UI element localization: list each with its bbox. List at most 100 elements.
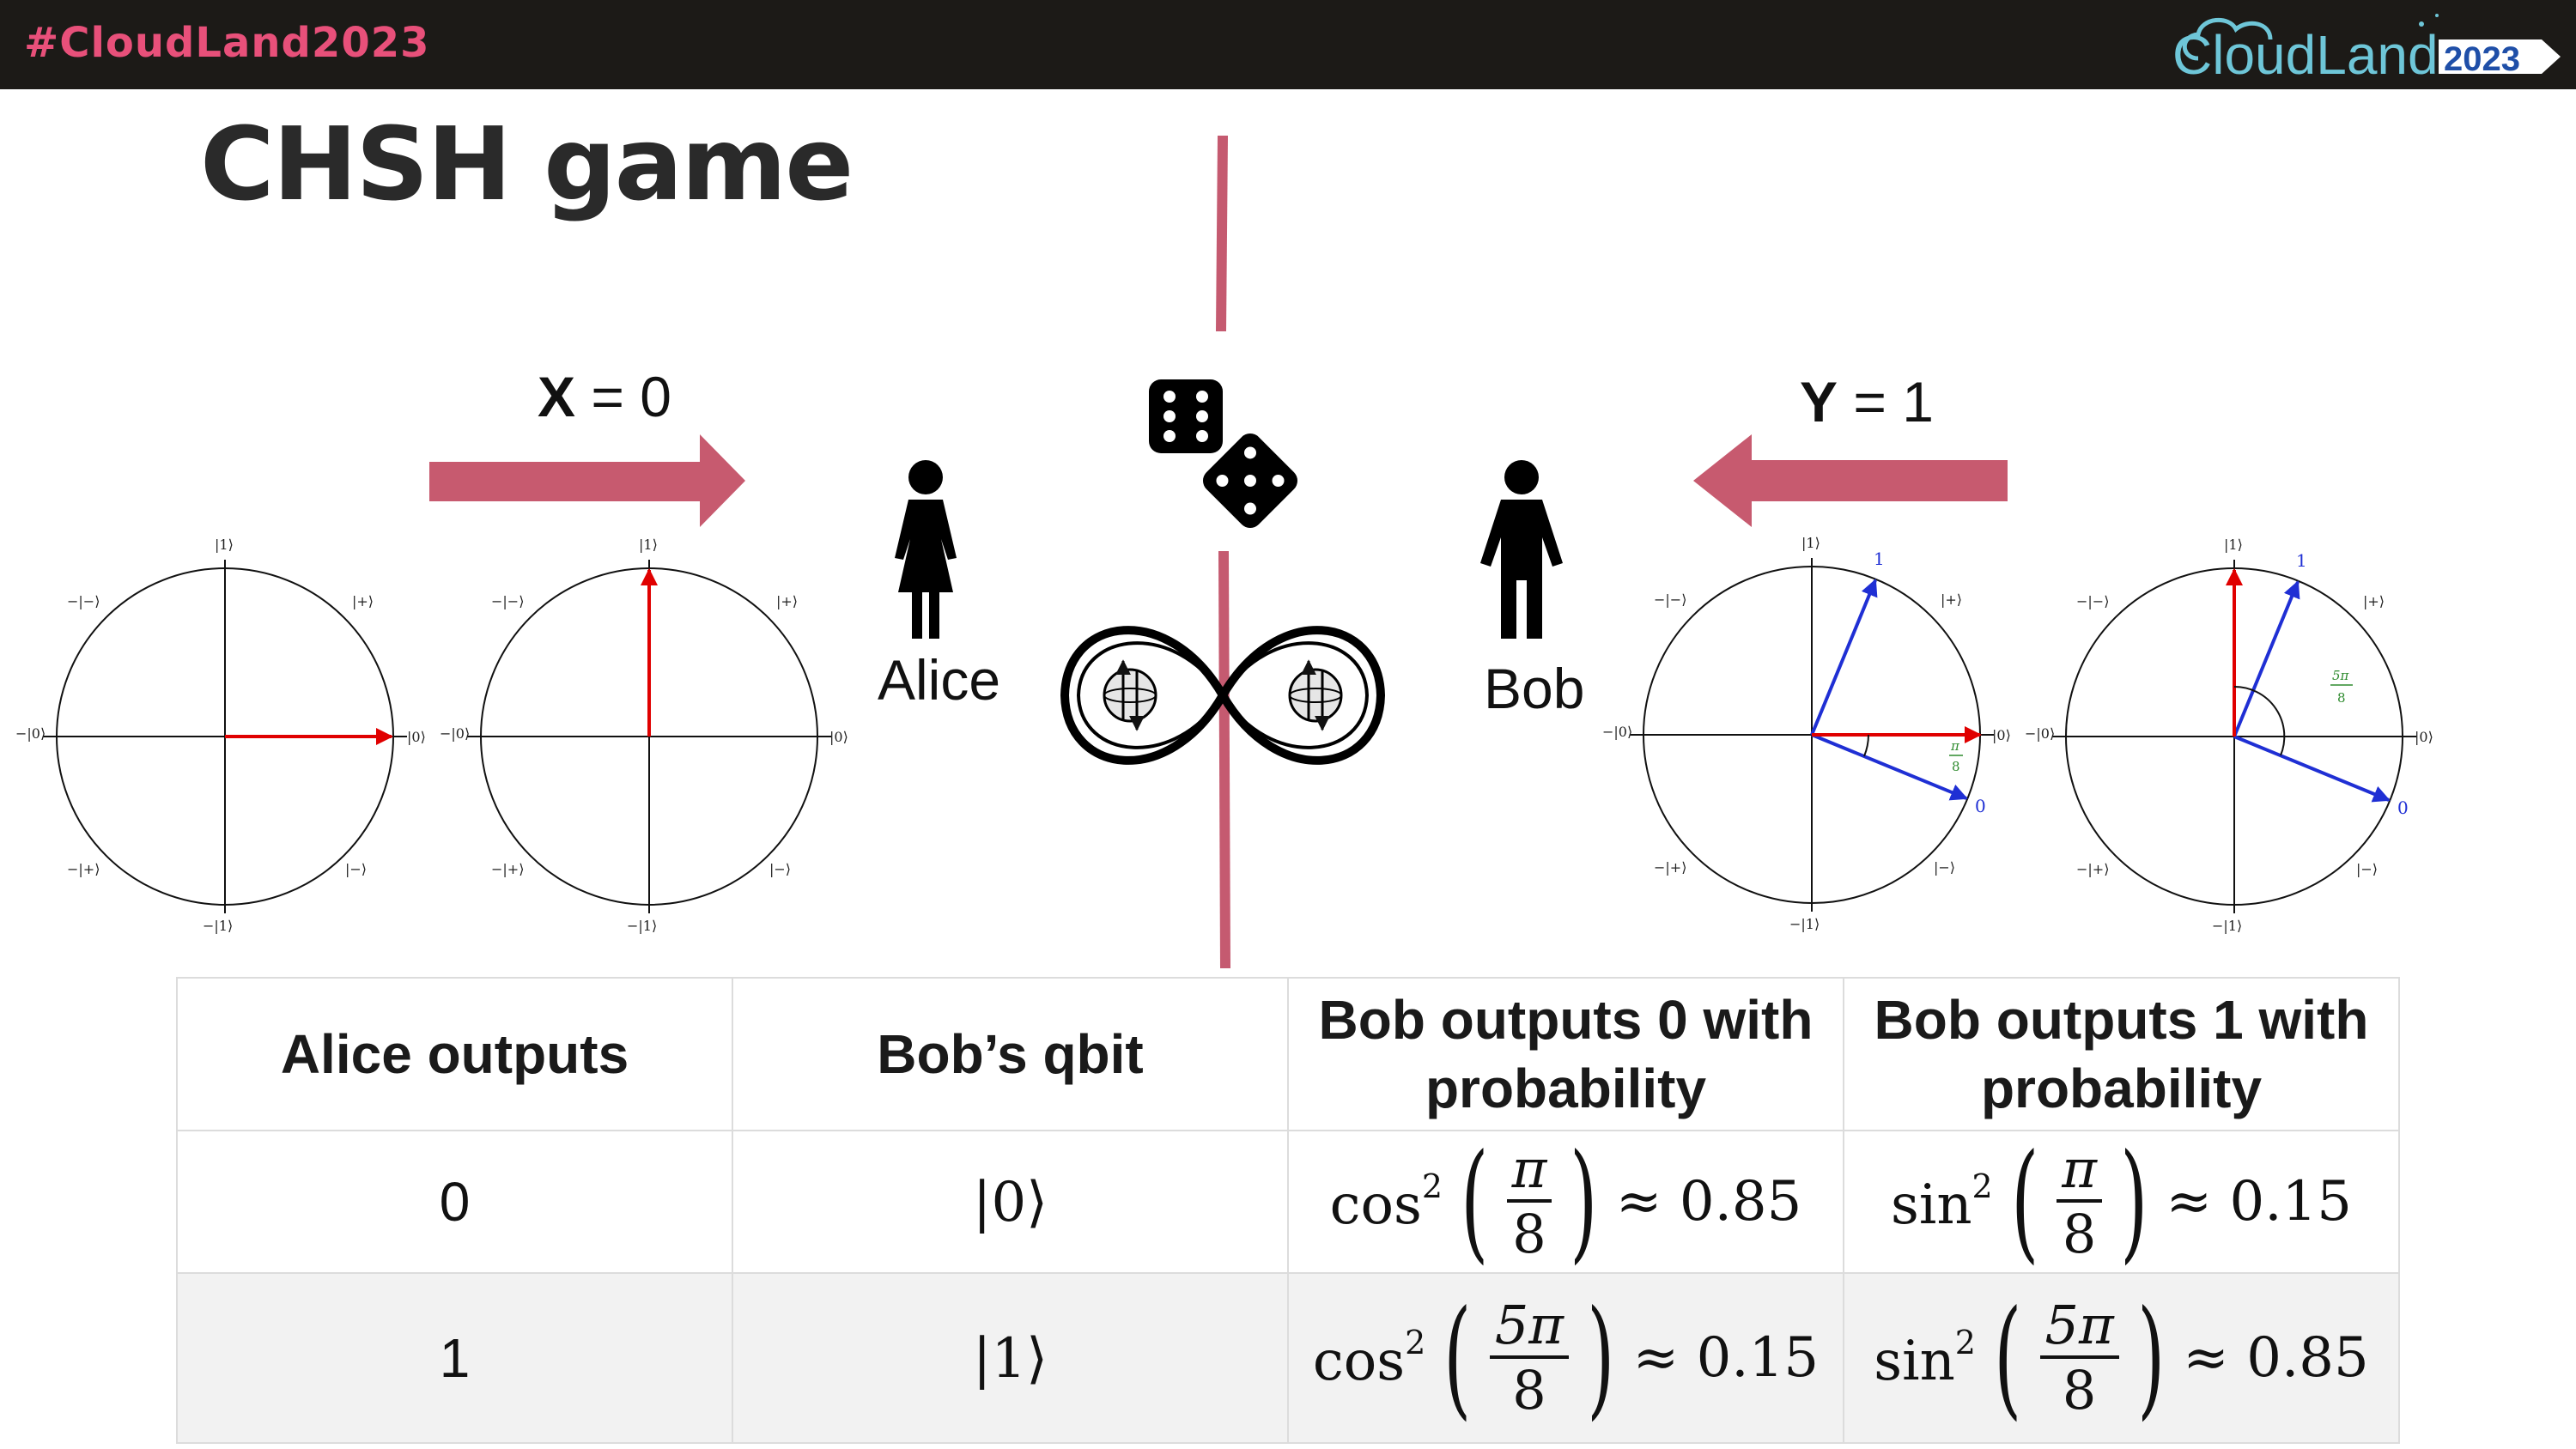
exponent: 2	[1421, 1167, 1443, 1205]
header-bob-outputs-0: Bob outputs 0 with probability	[1287, 977, 1844, 1131]
frac-den: 8	[2062, 1359, 2097, 1422]
label-neg-minus: −|−⟩	[67, 593, 100, 609]
bob-vector-one	[2233, 580, 2300, 737]
label-minus: |−⟩	[1934, 859, 1955, 876]
alice-input-arrow	[429, 434, 745, 527]
frac-num: 5π	[2039, 1299, 2119, 1359]
basis-out1-label: 1	[1874, 549, 1885, 569]
dice-icon	[1149, 379, 1298, 529]
label-minus: |−⟩	[769, 861, 791, 877]
alice-measure-circle-2: |1⟩ −|1⟩ |0⟩ −|0⟩ |+⟩ −|−⟩ |−⟩ −|+⟩	[440, 537, 848, 934]
label-ket0: |0⟩	[1992, 727, 2011, 743]
bob-vector-one	[1810, 579, 1878, 736]
header-bob-qbit: Bob’s qbit	[732, 977, 1289, 1131]
cell-qbit: |0⟩	[732, 1130, 1289, 1274]
qbit-ket: |1⟩	[972, 1326, 1048, 1391]
cell-alice-output: 1	[176, 1272, 733, 1444]
bob-measure-circle-2: 1 0 5π 8 |1⟩ −|1⟩ |0⟩ −|0⟩ |+⟩ −|−⟩ |−⟩ …	[2025, 537, 2433, 934]
label-neg-minus: −|−⟩	[2076, 593, 2109, 609]
bob-vector-zero	[2233, 735, 2391, 803]
label-neg-ket1: −|1⟩	[203, 918, 233, 934]
trig-func: cos	[1329, 1173, 1422, 1237]
label-ket0: |0⟩	[2415, 729, 2433, 745]
label-ket1: |1⟩	[639, 537, 658, 553]
angle-den: 8	[2337, 690, 2346, 706]
bob-input-label: Y = 1	[1800, 369, 1934, 434]
frac-num: 5π	[1489, 1299, 1570, 1359]
label-neg-ket0: −|0⟩	[440, 725, 470, 742]
trig-func: sin	[1874, 1329, 1955, 1393]
frac-num: π	[1506, 1143, 1552, 1203]
alice-input-label: X = 0	[538, 364, 671, 429]
bob-label: Bob	[1484, 657, 1585, 720]
cloudland-logo: CloudLand 2023	[2172, 14, 2561, 86]
label-neg-ket0: −|0⟩	[15, 725, 46, 742]
alice-icon	[895, 460, 957, 639]
logo-text: CloudLand	[2172, 24, 2439, 86]
event-hashtag: #CloudLand2023	[24, 19, 430, 67]
label-ket1: |1⟩	[2224, 537, 2243, 553]
entangled-qubits-icon	[1060, 626, 1386, 765]
label-plus: |+⟩	[1941, 591, 1962, 608]
alice-input-var: X	[538, 365, 576, 428]
angle-num: 5π	[2332, 668, 2350, 683]
angle-den: 8	[1952, 759, 1960, 774]
bob-vector-zero	[1811, 733, 1968, 801]
label-ket1: |1⟩	[215, 537, 234, 553]
label-ket0: |0⟩	[407, 729, 426, 745]
trig-func: cos	[1312, 1329, 1406, 1393]
qbit-ket: |0⟩	[972, 1170, 1048, 1234]
cell-qbit: |1⟩	[732, 1272, 1289, 1444]
frac-den: 8	[1512, 1203, 1546, 1265]
bob-input-value: = 1	[1838, 370, 1934, 433]
frac-den: 8	[2062, 1203, 2097, 1265]
basis-out0-label: 0	[1975, 796, 1986, 816]
divider-top	[1216, 135, 1228, 332]
bob-measure-circle-1: 1 0 π 8 |1⟩ −|1⟩ |0⟩ −|0⟩ |+⟩ −|−⟩ |−⟩ −…	[1602, 535, 2011, 932]
alice-label: Alice	[878, 648, 1001, 712]
frac-den: 8	[1512, 1359, 1546, 1422]
label-neg-minus: −|−⟩	[491, 593, 524, 609]
cell-alice-output: 0	[176, 1130, 733, 1274]
prob-value: ≈ 0.15	[2166, 1170, 2352, 1234]
label-neg-ket0: −|0⟩	[1602, 724, 1632, 740]
prob-value: ≈ 0.85	[2183, 1326, 2369, 1390]
bob-input-var: Y	[1800, 370, 1838, 433]
basis-out0-label: 0	[2397, 797, 2409, 818]
label-neg-plus: −|+⟩	[491, 861, 524, 877]
label-plus: |+⟩	[2363, 593, 2385, 609]
label-neg-plus: −|+⟩	[67, 861, 100, 877]
divider-bottom	[1218, 550, 1230, 969]
logo-year: 2023	[2444, 40, 2520, 78]
slide-title: CHSH game	[200, 105, 854, 223]
top-bar: #CloudLand2023 CloudLand 2023	[0, 0, 2576, 89]
bob-icon	[1480, 460, 1563, 639]
label-neg-minus: −|−⟩	[1654, 591, 1686, 608]
label-neg-plus: −|+⟩	[1654, 859, 1686, 876]
exponent: 2	[1971, 1167, 1993, 1205]
label-plus: |+⟩	[776, 593, 798, 609]
basis-out1-label: 1	[2296, 550, 2307, 571]
label-ket1: |1⟩	[1801, 535, 1820, 551]
exponent: 2	[1405, 1323, 1426, 1361]
prob-value: ≈ 0.15	[1632, 1326, 1820, 1390]
label-ket0: |0⟩	[829, 729, 848, 745]
label-neg-plus: −|+⟩	[2076, 861, 2109, 877]
label-neg-ket1: −|1⟩	[1789, 916, 1820, 932]
label-neg-ket1: −|1⟩	[2212, 918, 2242, 934]
label-plus: |+⟩	[352, 593, 374, 609]
label-minus: |−⟩	[345, 861, 367, 877]
frac-num: π	[2057, 1143, 2102, 1203]
prob-value: ≈ 0.85	[1615, 1170, 1802, 1234]
header-bob-outputs-1: Bob outputs 1 with probability	[1843, 977, 2400, 1131]
